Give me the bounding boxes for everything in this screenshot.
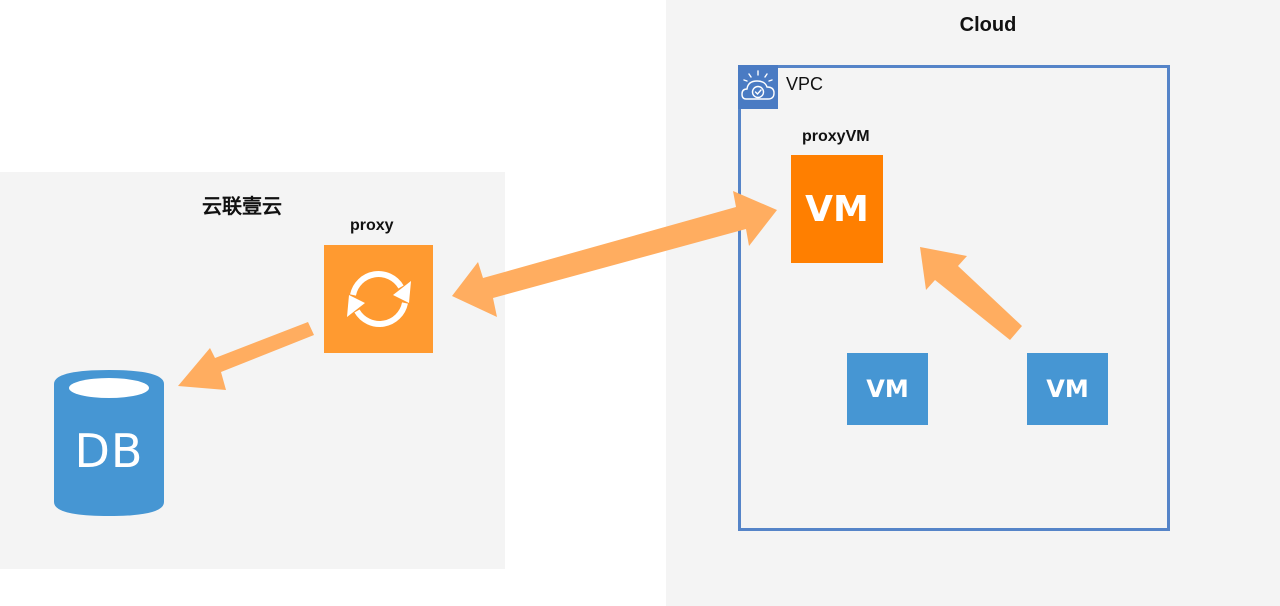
- proxyvm-text: VM: [805, 188, 869, 230]
- zone-title-cloud: Cloud: [959, 14, 1017, 36]
- sync-icon: [346, 271, 411, 327]
- vm-node[interactable]: VM: [847, 353, 928, 425]
- vm-text: VM: [1046, 375, 1089, 403]
- proxy-node[interactable]: [324, 245, 433, 353]
- database-label: DB: [74, 424, 144, 478]
- vpc-icon: [738, 65, 778, 109]
- vm-text: VM: [866, 375, 909, 403]
- database-icon[interactable]: [54, 370, 164, 516]
- proxyvm-node[interactable]: VM: [791, 155, 883, 263]
- proxyvm-label: proxyVM: [802, 128, 870, 145]
- vpc-label: VPC: [786, 74, 824, 94]
- vm-node[interactable]: VM: [1027, 353, 1108, 425]
- proxy-label: proxy: [350, 217, 394, 234]
- zone-title-on-premise: 云联壹云: [202, 196, 282, 218]
